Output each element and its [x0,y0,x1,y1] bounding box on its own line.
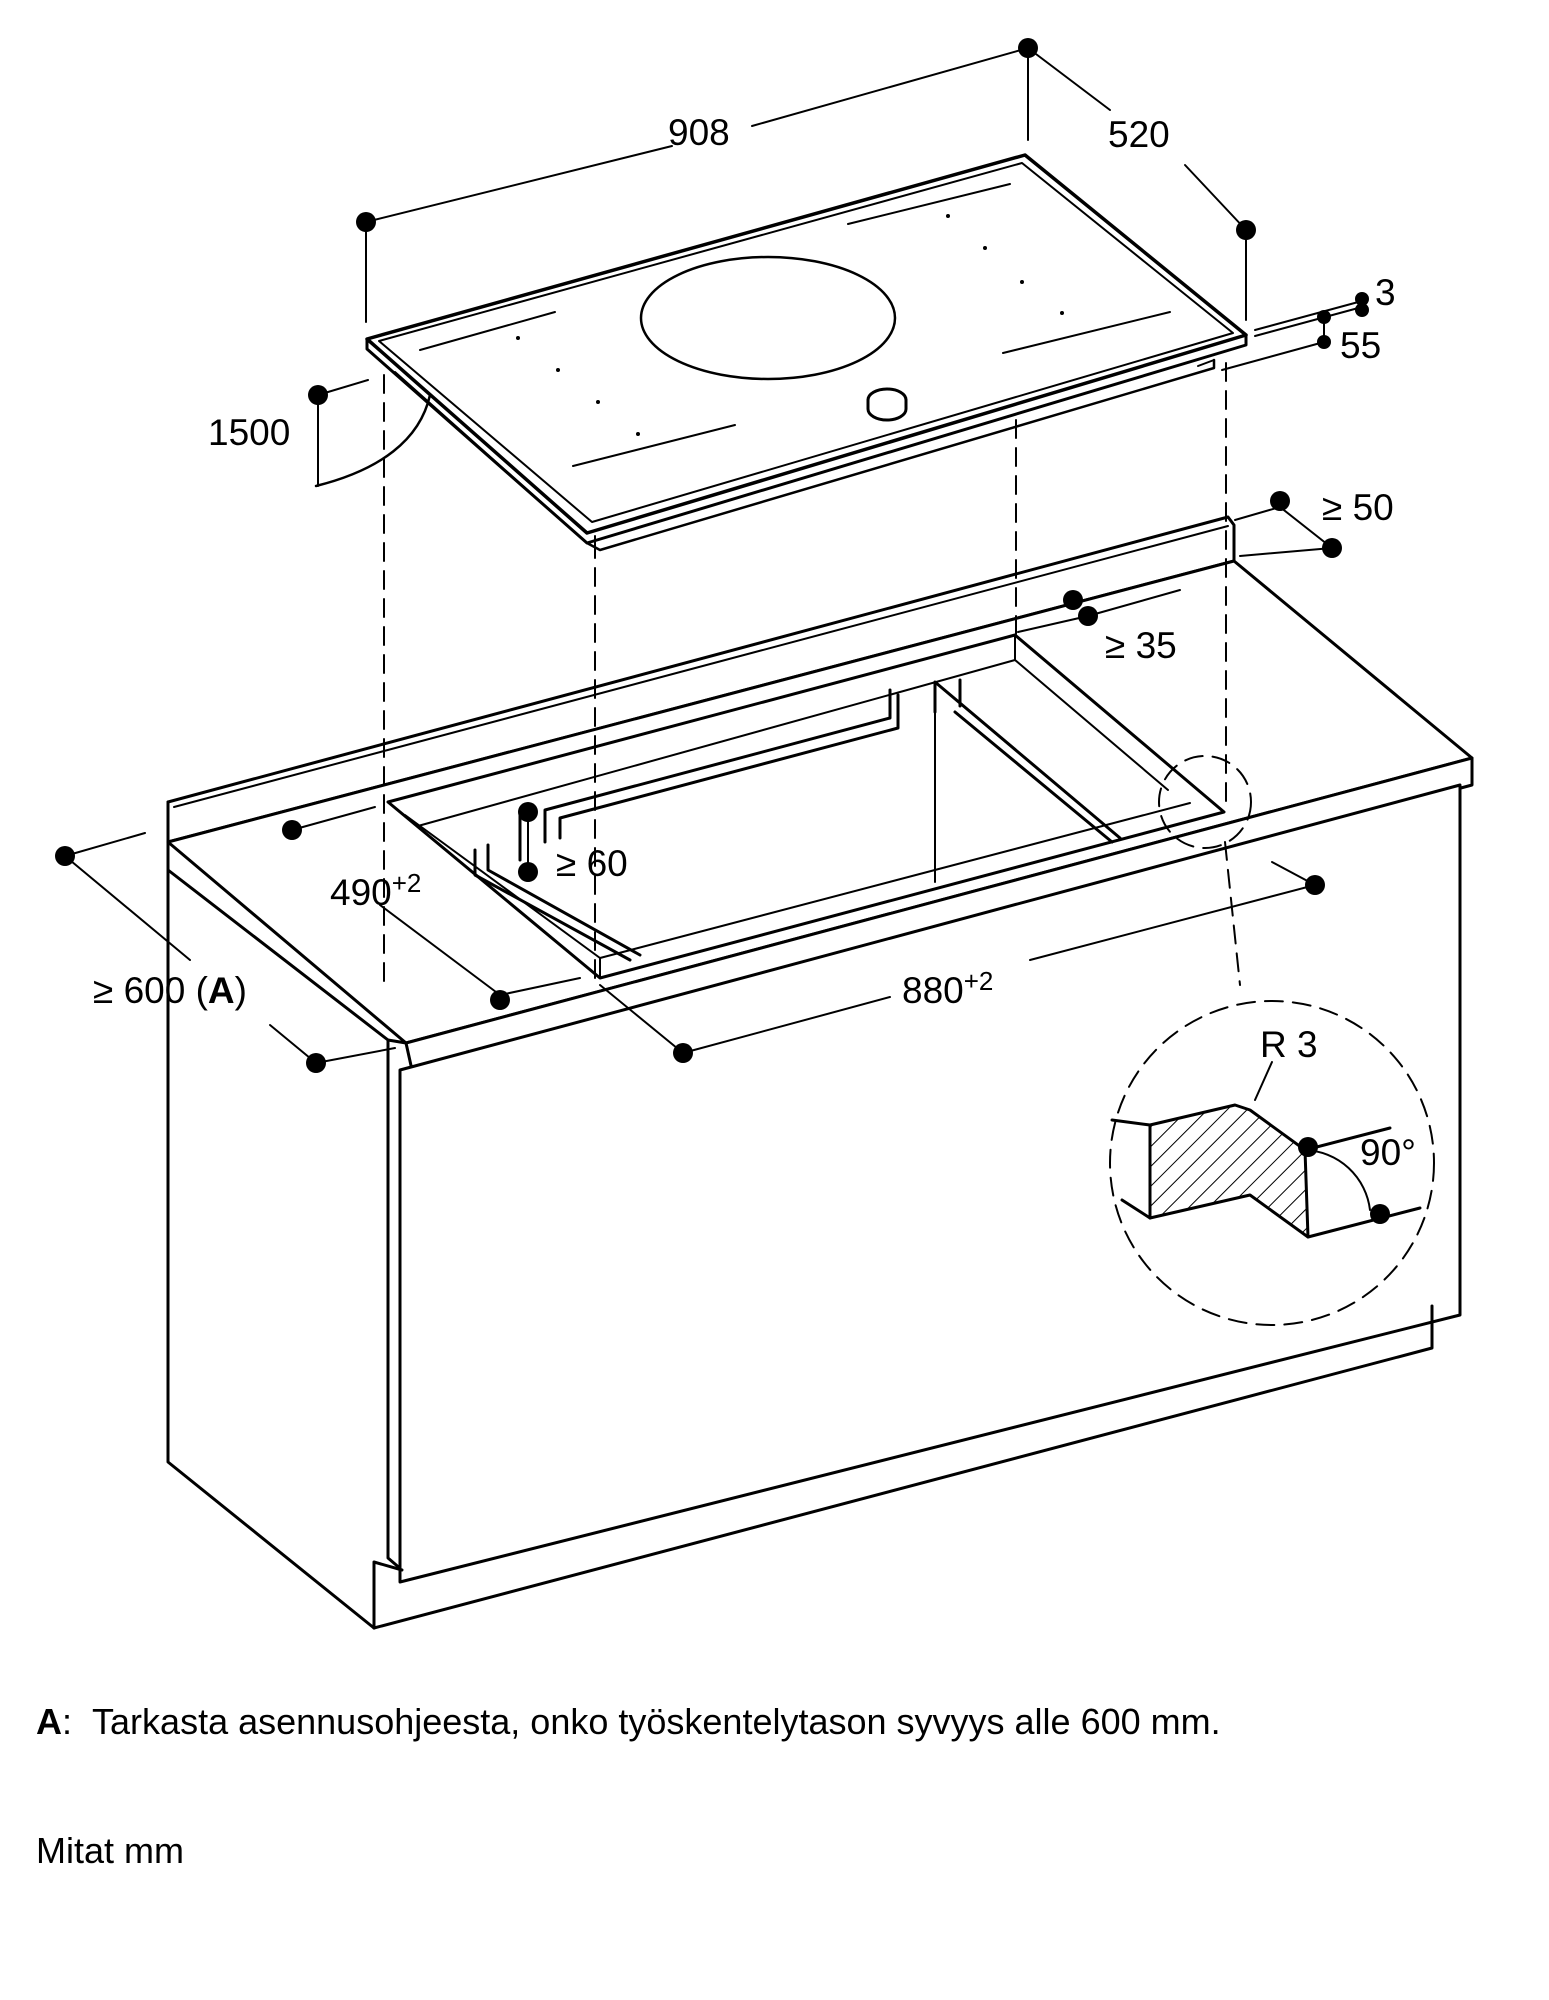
detail-angle-label: 90° [1360,1132,1416,1173]
control-knob [866,387,908,422]
dim-cable-label: 1500 [208,412,290,453]
worktop-depth-suffix: ) [235,970,247,1011]
edge-detail [1110,1061,1422,1239]
dim-depth-label: 520 [1108,114,1170,155]
footnote: A: Tarkasta asennusohjeesta, onko työske… [36,1700,1221,1744]
dim-glass-thickness-label: 3 [1375,272,1396,313]
dim-worktop-depth-label: ≥ 600 (A) [93,970,247,1011]
footnote-key: A [36,1701,62,1742]
units-note: Mitat mm [36,1830,184,1871]
dimension-dots [55,38,1390,1224]
cutout-width-tolerance: +2 [964,966,994,996]
power-cable [314,393,432,488]
cutout-depth-tolerance: +2 [392,868,422,898]
dim-cutout-depth-label: 490+2 [330,868,421,913]
cutout-depth-base: 490 [330,872,392,913]
cooktop [314,153,1248,552]
dim-width-label: 908 [668,112,730,153]
footnote-separator: : [62,1701,73,1742]
footnote-text: Tarkasta asennusohjeesta, onko työskente… [92,1701,1221,1742]
worktop-depth-ref: A [208,970,235,1011]
worktop-cutout [386,633,1226,980]
dim-cutout-rear-gap-label: ≥ 35 [1105,625,1177,666]
detail-marker [1158,755,1252,849]
cutout-width-base: 880 [902,970,964,1011]
projection-lines [383,362,1435,1326]
dimension-lines [64,47,1363,1064]
worktop-depth-prefix: ≥ 600 ( [93,970,209,1011]
wok-zone [639,255,897,381]
detail-callout [1109,1000,1435,1326]
zone-dots [516,214,1064,436]
detail-radius-label: R 3 [1260,1024,1318,1065]
dim-height-label: 55 [1340,325,1381,366]
dim-front-gap-label: ≥ 60 [556,843,628,884]
dim-rear-clearance-label: ≥ 50 [1322,487,1394,528]
cabinet [166,515,1474,1630]
dim-cutout-width-label: 880+2 [902,966,993,1011]
